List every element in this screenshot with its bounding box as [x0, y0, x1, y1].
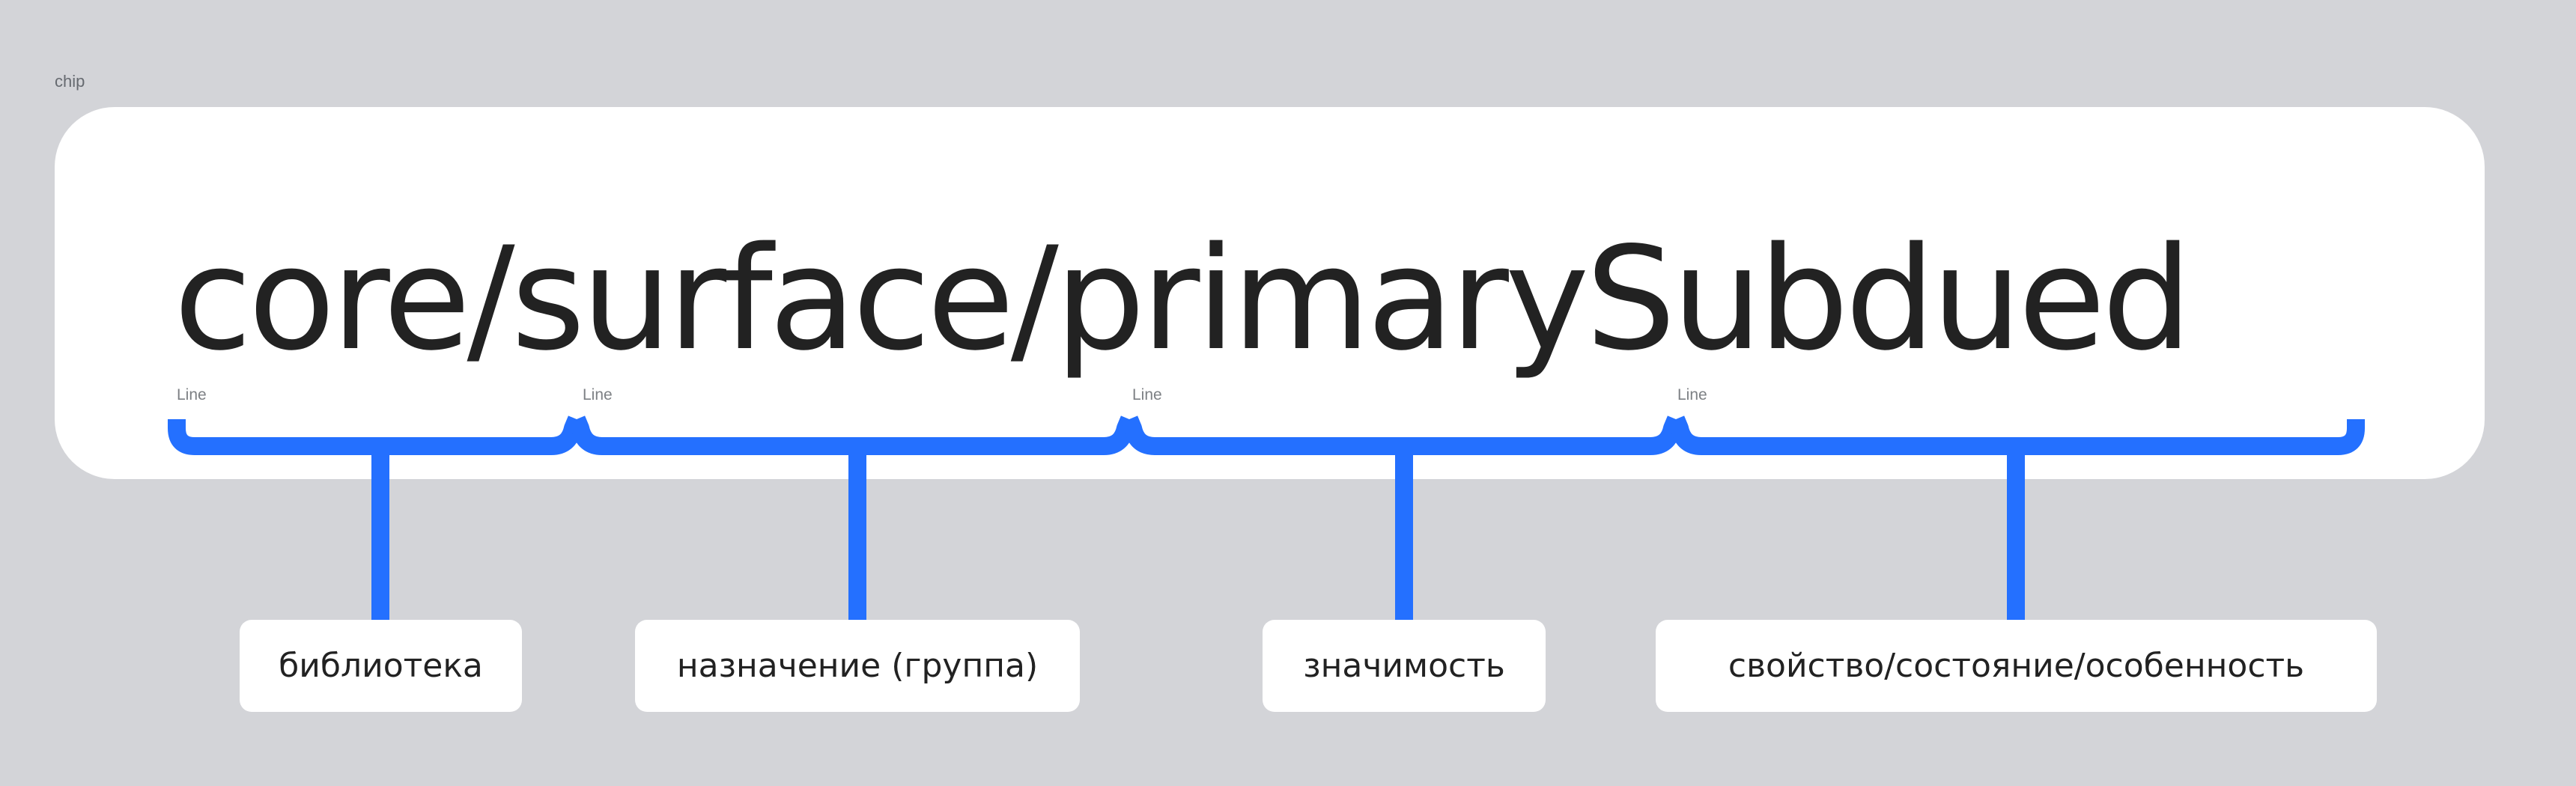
line-label-library: Line: [177, 386, 207, 403]
brace-property: [1667, 415, 2365, 455]
segment-tag-purpose: назначение (группа): [635, 620, 1080, 712]
segment-tag-library: библиотека: [240, 620, 522, 712]
segment-tag-property: свойство/состояние/особенность: [1656, 620, 2377, 712]
frame-label: chip: [55, 72, 85, 91]
segment-tag-significance: значимость: [1263, 620, 1546, 712]
token-name: core/surface/primarySubdued: [174, 216, 2193, 382]
token-chip: [55, 107, 2485, 479]
brace-library: [168, 415, 586, 455]
brace-significance: [1120, 415, 1685, 455]
line-label-property: Line: [1677, 386, 1707, 403]
brace-purpose: [568, 415, 1138, 455]
line-label-significance: Line: [1132, 386, 1162, 403]
line-label-purpose: Line: [583, 386, 613, 403]
